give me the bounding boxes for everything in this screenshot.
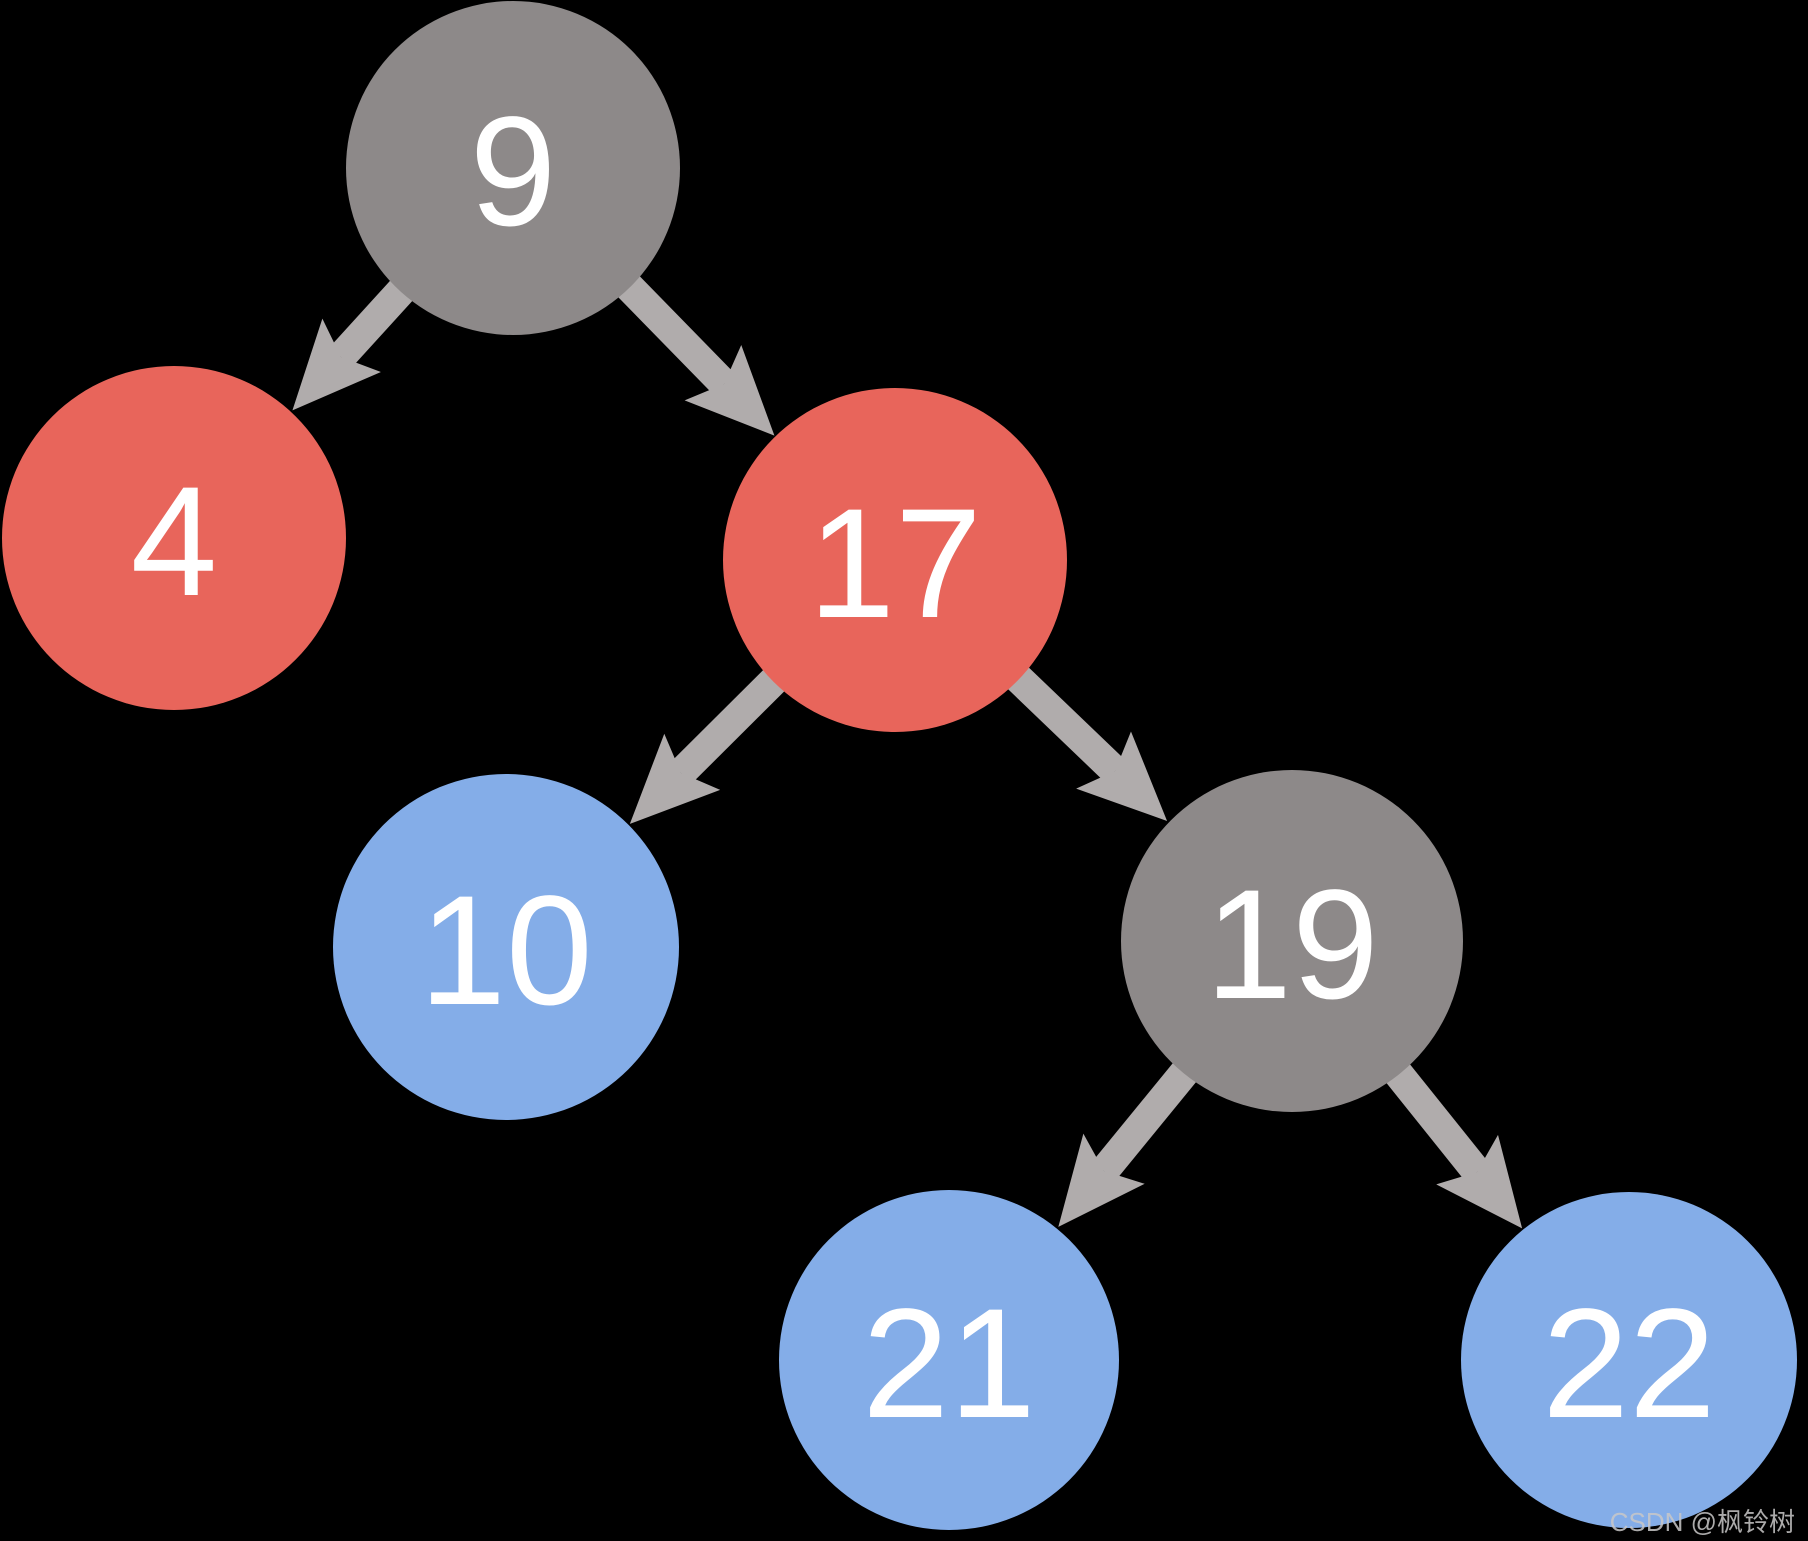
tree-node-9-label: 9 bbox=[470, 85, 557, 259]
watermark: CSDN @枫铃树 bbox=[1610, 1507, 1795, 1537]
tree-node-17-label: 17 bbox=[808, 477, 982, 651]
tree-node-10-label: 10 bbox=[419, 864, 593, 1038]
tree-node-22-circle bbox=[1461, 1192, 1797, 1528]
tree-node-21-label: 21 bbox=[862, 1277, 1036, 1451]
tree-node-19-circle bbox=[1121, 770, 1463, 1112]
tree-node-22-label: 22 bbox=[1542, 1277, 1716, 1451]
tree-node-9-circle bbox=[346, 1, 680, 335]
tree-node-10-circle bbox=[333, 774, 679, 1120]
tree-node-19-label: 19 bbox=[1205, 858, 1379, 1032]
tree-node-17-circle bbox=[723, 388, 1067, 732]
tree-node-4-circle bbox=[2, 366, 346, 710]
tree-node-21-circle bbox=[779, 1190, 1119, 1530]
tree-node-4-label: 4 bbox=[131, 455, 218, 629]
